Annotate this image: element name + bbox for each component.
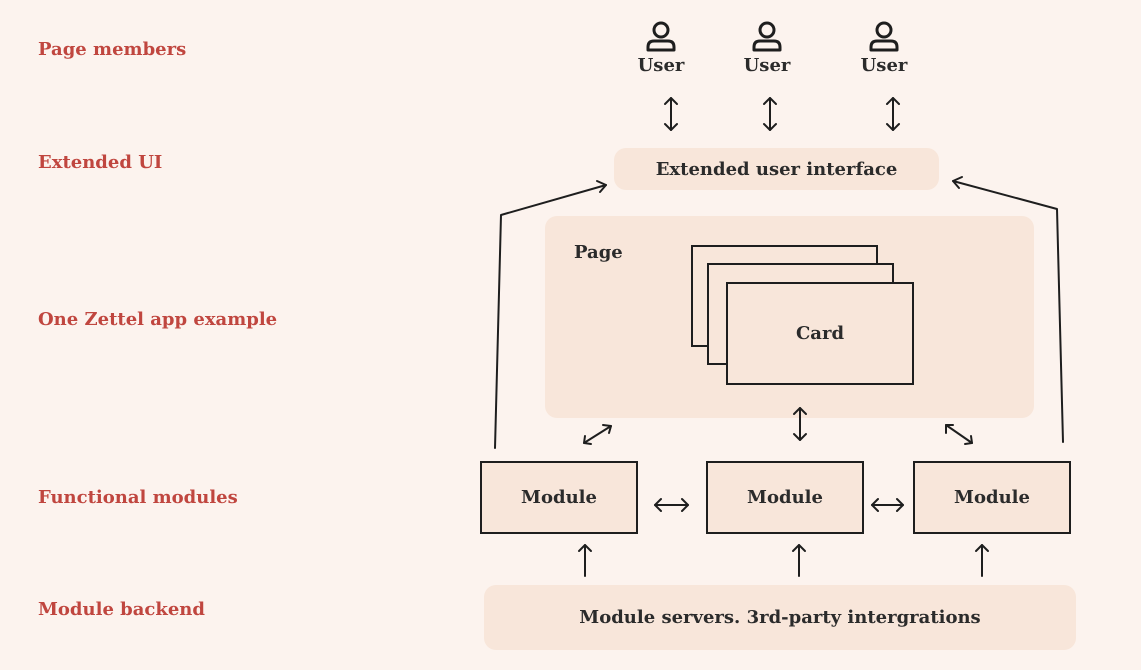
bidirectional-arrow-module-2-3: [871, 498, 904, 512]
bidirectional-arrow-module-2-page: [793, 407, 807, 441]
layer-label-module-backend: Module backend: [38, 599, 205, 620]
user-icon: [869, 21, 899, 52]
layer-label-extended-ui: Extended UI: [38, 152, 163, 173]
backend-label: Module servers. 3rd-party intergrations: [579, 607, 981, 628]
user-3: User: [839, 20, 929, 76]
arrow-backend-to-module-1: [578, 544, 592, 577]
card-front: Card: [726, 282, 914, 385]
bidirectional-arrow-user-1: [664, 97, 678, 131]
arrow-backend-to-module-2: [792, 544, 806, 577]
extended-ui-label: Extended user interface: [655, 158, 898, 180]
bidirectional-arrow-user-3: [886, 97, 900, 131]
user-label: User: [860, 55, 908, 76]
arrow-module-1-to-extended-ui: [494, 180, 607, 449]
module-box-3: Module: [913, 461, 1071, 534]
module-label: Module: [747, 487, 823, 508]
module-box-2: Module: [706, 461, 864, 534]
backend-box: Module servers. 3rd-party intergrations: [484, 585, 1076, 650]
page-label: Page: [574, 242, 623, 263]
bidirectional-arrow-user-2: [763, 97, 777, 131]
card-label: Card: [795, 323, 845, 344]
layer-label-zettel-app: One Zettel app example: [38, 309, 278, 330]
user-1: User: [616, 20, 706, 76]
user-2: User: [722, 20, 812, 76]
layer-label-functional-modules: Functional modules: [38, 487, 238, 508]
module-label: Module: [954, 487, 1030, 508]
arrow-module-3-to-extended-ui: [952, 176, 1064, 443]
user-icon: [752, 21, 782, 52]
bidirectional-arrow-module-1-2: [654, 498, 689, 512]
bidirectional-arrow-module-1-page: [583, 424, 612, 445]
user-icon: [646, 21, 676, 52]
user-label: User: [743, 55, 791, 76]
module-box-1: Module: [480, 461, 638, 534]
arrow-backend-to-module-3: [975, 544, 989, 577]
user-label: User: [637, 55, 685, 76]
bidirectional-arrow-module-3-page: [945, 424, 973, 445]
extended-ui-box: Extended user interface: [614, 148, 939, 190]
layer-label-page-members: Page members: [38, 39, 187, 60]
module-label: Module: [521, 487, 597, 508]
